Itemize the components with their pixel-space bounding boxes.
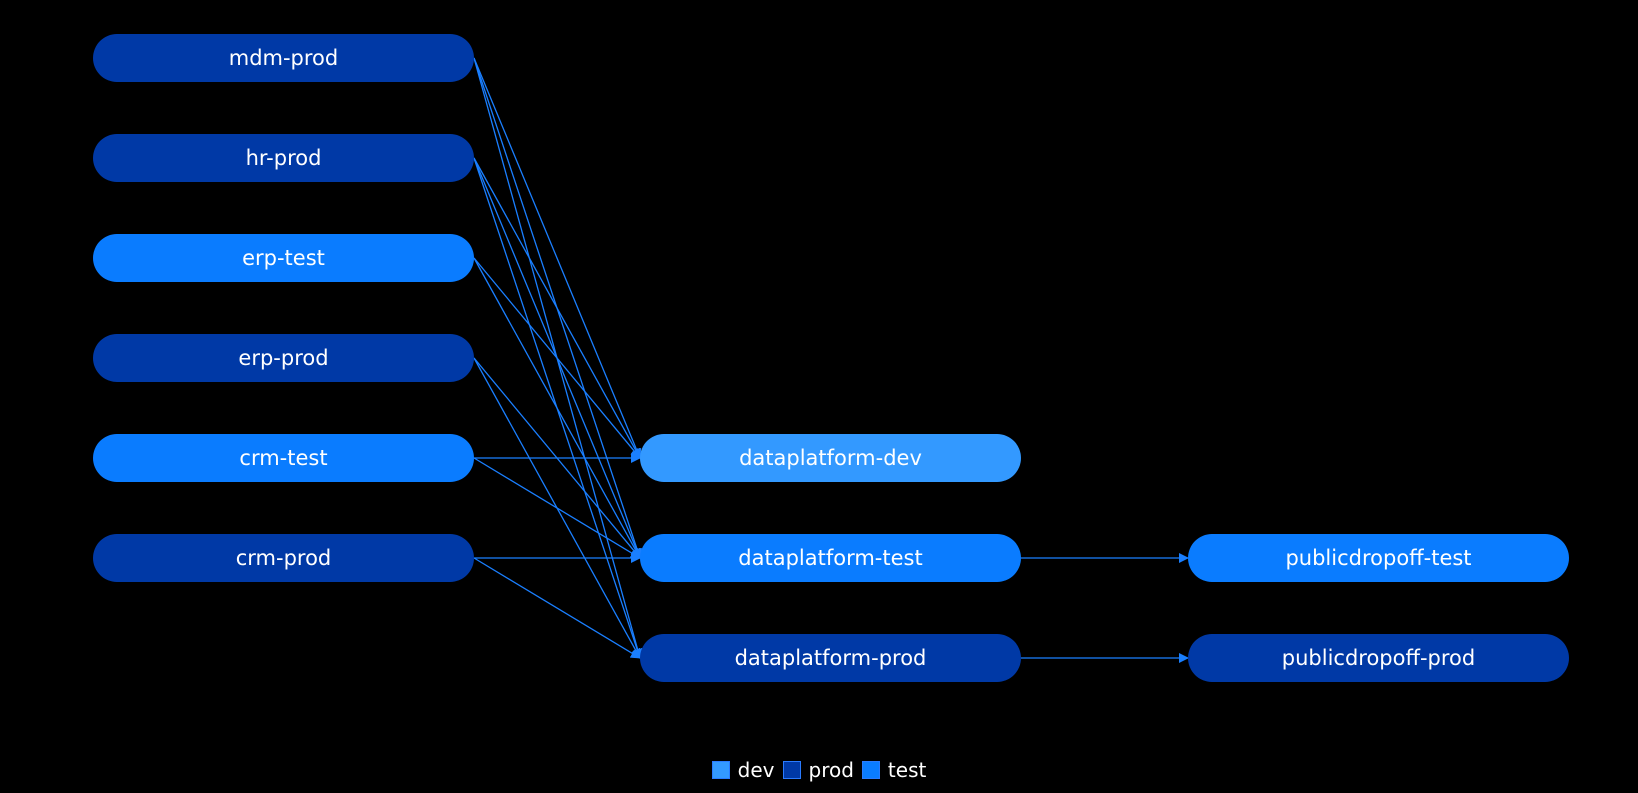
legend-label: test [887, 758, 927, 782]
node-box[interactable] [93, 234, 474, 282]
node-box[interactable] [93, 434, 474, 482]
node-box[interactable] [93, 134, 474, 182]
edge-crm-test-to-dataplatform-test [473, 457, 641, 559]
node-publicdropoff-prod[interactable]: publicdropoff-prod [1188, 634, 1569, 682]
node-label: mdm-prod [229, 46, 339, 70]
node-erp-test[interactable]: erp-test [93, 234, 474, 282]
node-erp-prod[interactable]: erp-prod [93, 334, 474, 382]
legend-item-dev: dev [711, 758, 775, 782]
edge-mdm-prod-to-dataplatform-dev [473, 57, 642, 459]
legend-label: prod [808, 758, 854, 782]
node-box[interactable] [640, 634, 1021, 682]
node-box[interactable] [640, 434, 1021, 482]
node-hr-prod[interactable]: hr-prod [93, 134, 474, 182]
node-label: crm-prod [236, 546, 332, 570]
node-label: dataplatform-prod [735, 646, 927, 670]
legend-swatch [711, 761, 730, 779]
legend: dev prod test [0, 758, 1638, 782]
node-label: dataplatform-test [738, 546, 922, 570]
edges-layer [473, 57, 1189, 663]
edge-crm-prod-to-dataplatform-prod [473, 557, 641, 659]
node-label: crm-test [239, 446, 327, 470]
nodes-layer: mdm-prod hr-prod erp-test erp-prod crm-test c… [93, 34, 1569, 682]
node-box[interactable] [640, 534, 1021, 582]
legend-label: dev [737, 758, 775, 782]
legend-swatch [782, 761, 801, 779]
legend-item-prod: prod [782, 758, 854, 782]
node-label: publicdropoff-prod [1282, 646, 1475, 670]
legend-item-test: test [861, 758, 927, 782]
node-publicdropoff-test[interactable]: publicdropoff-test [1188, 534, 1569, 582]
edge-erp-test-to-dataplatform-dev [473, 257, 641, 459]
legend-swatch [861, 761, 880, 779]
edge-hr-prod-to-dataplatform-dev [473, 157, 641, 459]
node-label: erp-prod [238, 346, 328, 370]
node-label: publicdropoff-test [1285, 546, 1471, 570]
edge-erp-test-to-dataplatform-test [473, 257, 641, 559]
node-box[interactable] [1188, 534, 1569, 582]
node-label: dataplatform-dev [739, 446, 922, 470]
node-box[interactable] [93, 34, 474, 82]
node-box[interactable] [93, 334, 474, 382]
node-dataplatform-prod[interactable]: dataplatform-prod [640, 634, 1021, 682]
node-mdm-prod[interactable]: mdm-prod [93, 34, 474, 82]
node-label: hr-prod [246, 146, 322, 170]
node-box[interactable] [93, 534, 474, 582]
node-box[interactable] [1188, 634, 1569, 682]
node-crm-test[interactable]: crm-test [93, 434, 474, 482]
node-dataplatform-dev[interactable]: dataplatform-dev [640, 434, 1021, 482]
node-crm-prod[interactable]: crm-prod [93, 534, 474, 582]
node-dataplatform-test[interactable]: dataplatform-test [640, 534, 1021, 582]
node-label: erp-test [242, 246, 325, 270]
